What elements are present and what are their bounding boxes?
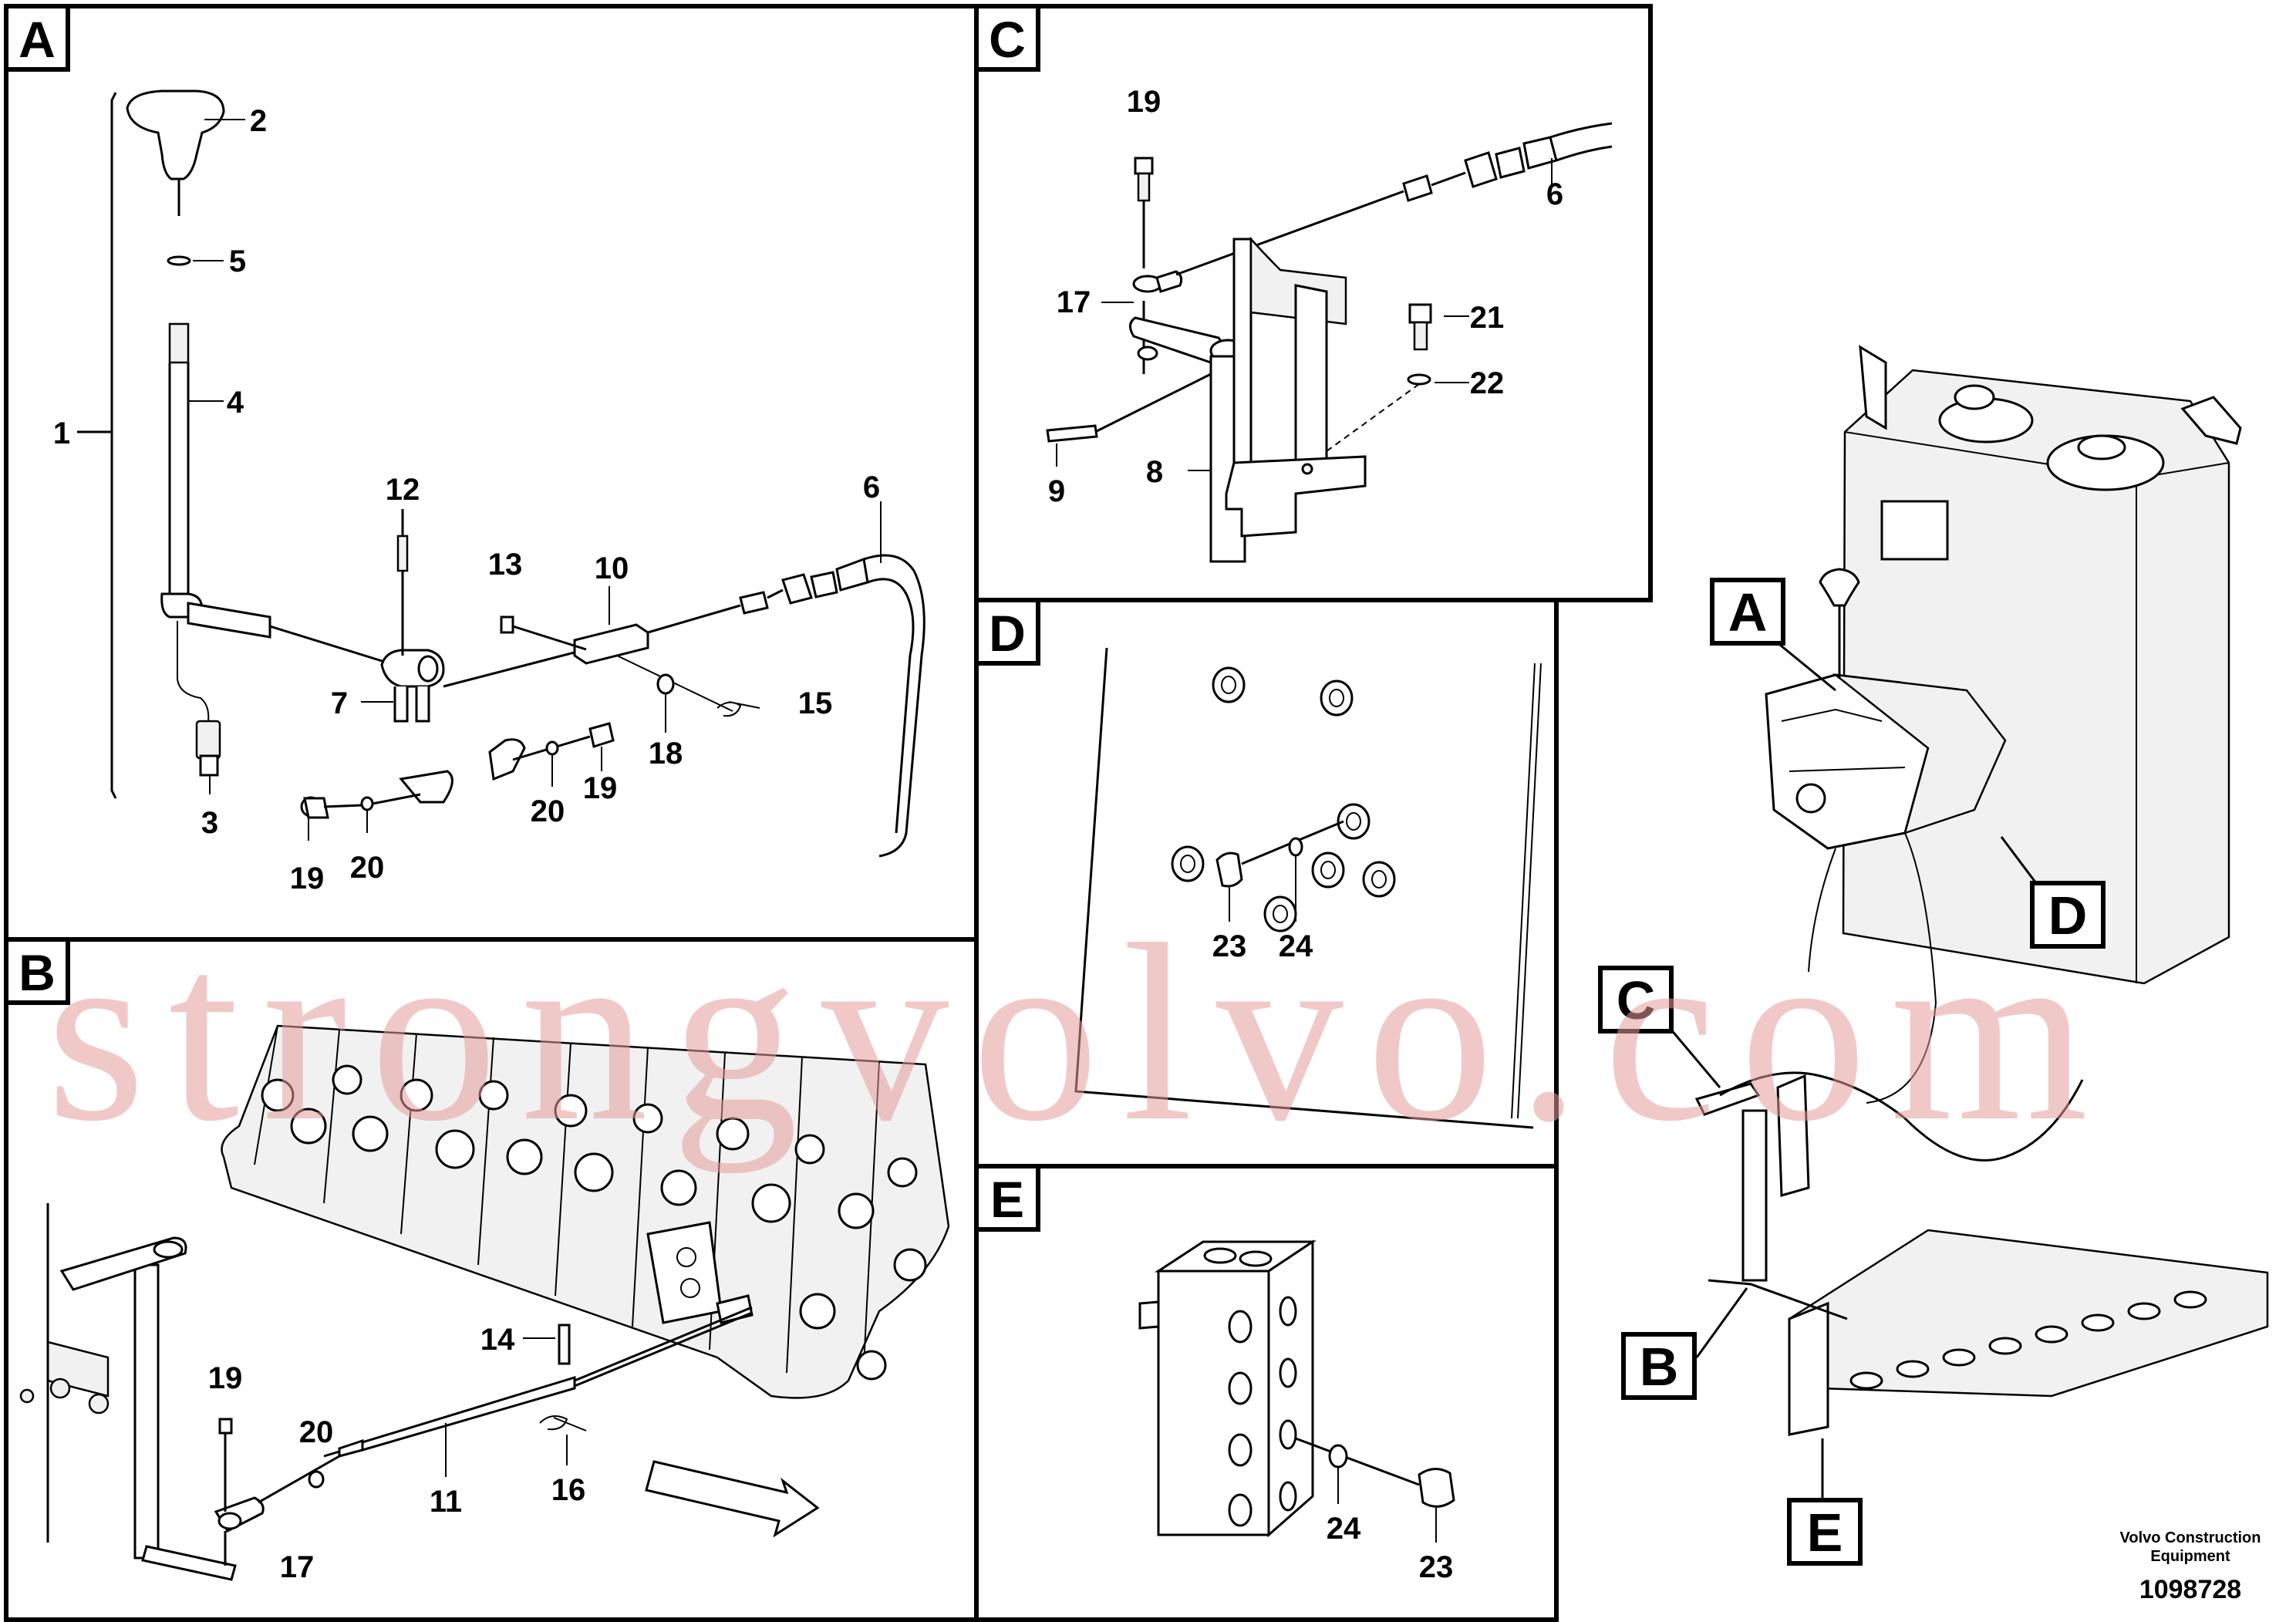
callout-c: C <box>1617 970 1656 1030</box>
panel-a-drawing: 1 2 5 4 3 7 12 13 10 6 15 18 19 20 19 20 <box>53 89 925 895</box>
label-a-19-upper: 19 <box>583 771 618 805</box>
callout-d: D <box>2048 885 2088 946</box>
label-e-24: 24 <box>1327 1512 1361 1546</box>
overview-spools <box>1849 1290 2207 1390</box>
panel-e-drawing: 24 23 <box>1138 1239 1455 1584</box>
label-c-17: 17 <box>1057 285 1091 319</box>
label-c-21: 21 <box>1470 301 1505 335</box>
label-a-3: 3 <box>201 806 218 840</box>
label-d-23: 23 <box>1212 929 1247 963</box>
label-d-24: 24 <box>1279 929 1313 963</box>
panel-letter-boxes: A B C D E <box>4 4 1040 1232</box>
panel-d-letter: D <box>989 605 1026 662</box>
panel-e-letter: E <box>990 1171 1024 1228</box>
label-b-19: 19 <box>208 1361 243 1395</box>
label-a-19-lower: 19 <box>290 862 325 895</box>
callout-e: E <box>1807 1502 1843 1563</box>
label-a-13: 13 <box>488 548 523 582</box>
label-a-20-upper: 20 <box>531 794 565 828</box>
label-a-2: 2 <box>250 104 267 138</box>
label-a-20-lower: 20 <box>350 851 385 885</box>
panel-c-drawing: 19 6 17 21 22 8 9 <box>1046 85 1613 563</box>
link-block <box>573 623 649 665</box>
label-c-9: 9 <box>1048 474 1065 508</box>
panel-b-letter: B <box>19 944 56 1001</box>
label-b-14: 14 <box>480 1323 515 1357</box>
panel-e-frame <box>974 1164 1559 1622</box>
label-b-16: 16 <box>551 1473 586 1507</box>
port-rings <box>1171 666 1396 932</box>
label-b-11: 11 <box>430 1485 462 1519</box>
label-a-5: 5 <box>229 244 246 278</box>
direction-arrow <box>645 1460 820 1538</box>
label-a-15: 15 <box>798 686 833 720</box>
label-b-17: 17 <box>280 1550 315 1584</box>
drawing-number: 1098728 <box>2139 1575 2241 1604</box>
watermark: strongvolvo.com <box>46 892 2111 1174</box>
callout-b: B <box>1640 1337 1679 1397</box>
label-e-23: 23 <box>1419 1550 1454 1584</box>
panel-d-drawing: 23 24 <box>1074 647 1542 1129</box>
label-c-19: 19 <box>1127 85 1161 119</box>
label-a-10: 10 <box>595 551 629 585</box>
callout-a: A <box>1728 582 1768 642</box>
block-ports <box>1228 1296 1297 1527</box>
label-a-7: 7 <box>331 686 348 720</box>
credit-line2: Equipment <box>2150 1548 2230 1565</box>
lever-knob <box>126 89 225 180</box>
panel-a-letter: A <box>19 11 56 68</box>
label-a-6: 6 <box>863 470 880 504</box>
overview-callouts: A D C B E <box>1598 578 2106 1566</box>
valve-fittings <box>261 1064 927 1381</box>
label-c-6: 6 <box>1546 177 1563 211</box>
panel-frames <box>4 4 1653 1622</box>
credit-line1: Volvo Construction <box>2120 1529 2261 1546</box>
drawing-credit: Volvo Construction Equipment 1098728 <box>2120 1529 2261 1604</box>
label-b-20: 20 <box>299 1415 334 1449</box>
panel-a-frame <box>4 4 979 942</box>
control-valve-block <box>221 1024 950 1399</box>
label-c-22: 22 <box>1470 366 1505 400</box>
label-a-4: 4 <box>227 386 244 420</box>
label-a-1: 1 <box>53 416 70 450</box>
label-c-8: 8 <box>1146 455 1163 489</box>
panel-b-drawing: 19 20 17 11 14 16 <box>19 1024 950 1584</box>
panel-c-letter: C <box>989 11 1026 68</box>
overview-machine <box>1657 345 2269 1500</box>
lever-rod <box>168 322 190 364</box>
label-a-12: 12 <box>386 473 420 507</box>
label-a-18: 18 <box>649 737 683 771</box>
